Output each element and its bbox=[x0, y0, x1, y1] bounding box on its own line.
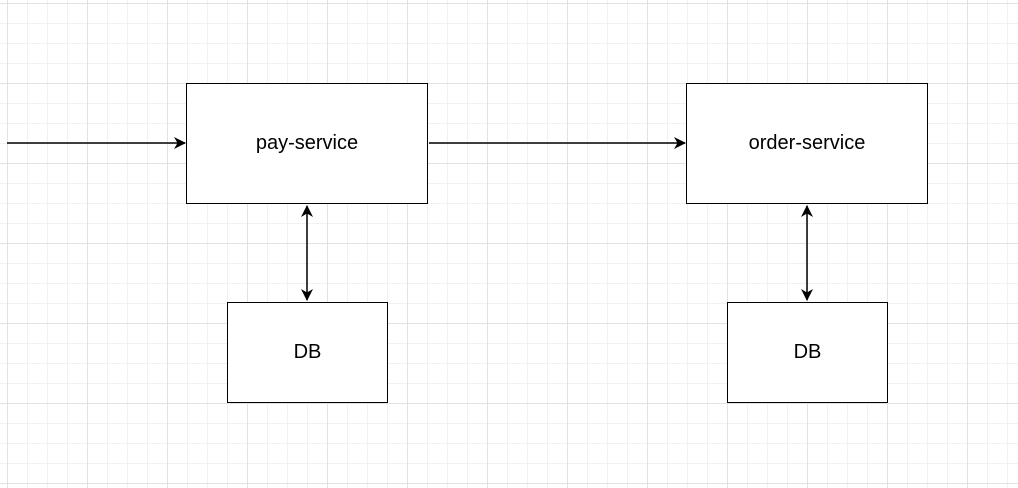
pay-db-label: DB bbox=[293, 341, 322, 363]
pay-service-label: pay-service bbox=[255, 132, 359, 154]
pay-service-node[interactable]: pay-service bbox=[186, 83, 428, 204]
order-service-node[interactable]: order-service bbox=[686, 83, 928, 204]
order-db-node[interactable]: DB bbox=[727, 302, 888, 403]
order-service-label: order-service bbox=[748, 132, 866, 154]
pay-db-node[interactable]: DB bbox=[227, 302, 388, 403]
order-db-label: DB bbox=[793, 341, 822, 363]
